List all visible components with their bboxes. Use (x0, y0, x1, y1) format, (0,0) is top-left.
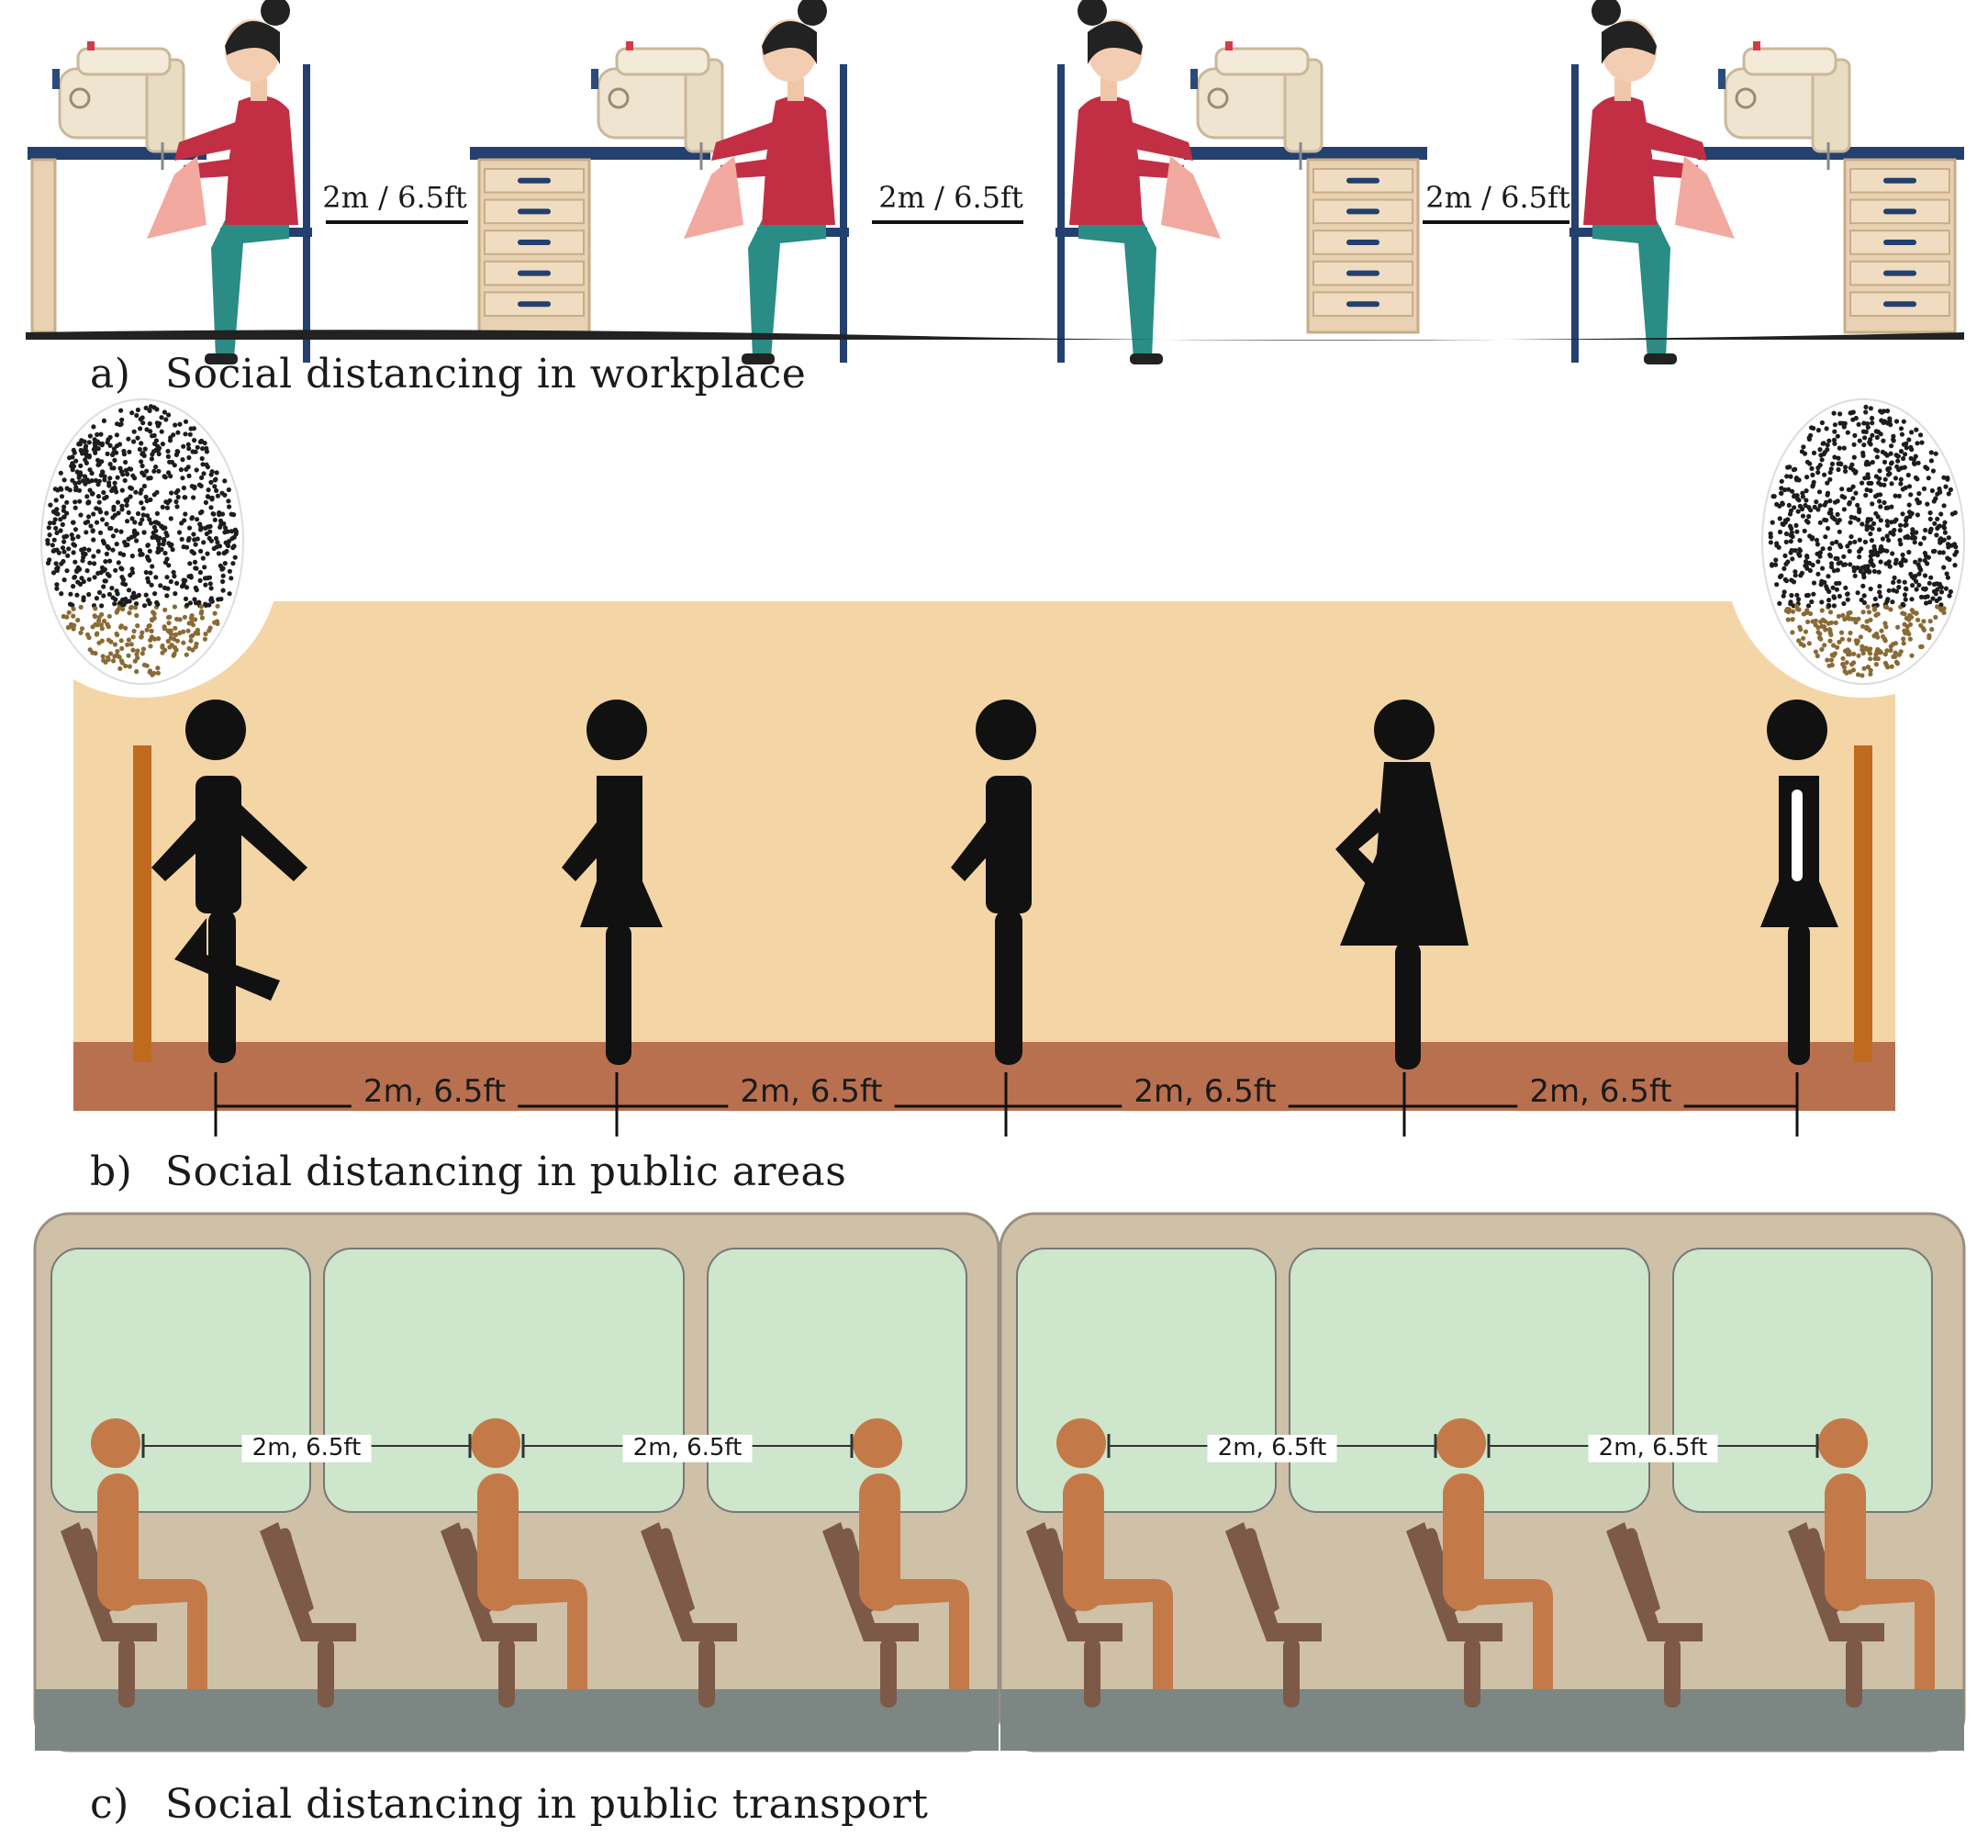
caption-c-letter: c) (90, 1781, 129, 1828)
desk-top (470, 147, 710, 160)
distance-label-a-1: 2m / 6.5ft (322, 180, 467, 215)
bus-window (1672, 1248, 1933, 1513)
seated-worker-icon (147, 0, 312, 364)
bus-window (1289, 1248, 1650, 1513)
seated-worker-icon (1055, 0, 1221, 364)
bus-window (1016, 1248, 1277, 1513)
bus-seat-icon (260, 1522, 356, 1708)
standing-person-icon (151, 700, 307, 1063)
bus-window (50, 1248, 311, 1513)
caption-a-letter: a) (90, 351, 131, 398)
distance-label-c: 2m, 6.5ft (252, 1434, 362, 1462)
desk-top (1184, 147, 1427, 160)
seated-passenger-icon (91, 1418, 207, 1689)
seated-passenger-icon (1818, 1418, 1935, 1689)
sewing-machine-icon (591, 41, 724, 170)
sewing-machine-icon (1190, 41, 1323, 170)
desk-top (1698, 147, 1964, 160)
panel-public-transport: 2m, 6.5ft 2m, 6.5ft 2m, 6.5ft 2m, 6.5ft (33, 1212, 1966, 1753)
caption-b-text: Social distancing in public areas (165, 1148, 847, 1195)
caption-a: a) Social distancing in workplace (90, 351, 806, 398)
distance-label-a-3: 2m / 6.5ft (1425, 180, 1570, 215)
bus-seat-icon (1606, 1522, 1703, 1708)
bus-seat-icon (1225, 1522, 1322, 1708)
sewing-machine-icon (1718, 41, 1851, 170)
distance-label-b-4-bg (1517, 1075, 1684, 1112)
bus-window (707, 1248, 967, 1513)
public-background (73, 601, 1895, 1047)
distance-label-c: 2m, 6.5ft (1599, 1434, 1708, 1462)
caption-b: b) Social distancing in public areas (90, 1148, 846, 1195)
seated-passenger-icon (471, 1418, 587, 1689)
distance-label-b-3-bg (1122, 1075, 1289, 1112)
caption-a-text: Social distancing in workplace (165, 351, 807, 398)
tree-icon (5, 398, 280, 1062)
distance-label-c-bg (1207, 1434, 1337, 1462)
desk-drawers (1843, 158, 1957, 334)
workplace-floor (26, 330, 1964, 341)
caption-c-text: Social distancing in public transport (165, 1781, 929, 1828)
seated-passenger-icon (1436, 1418, 1553, 1689)
sewing-machine-icon (52, 41, 185, 170)
tree-icon (1726, 398, 1988, 1062)
caption-b-letter: b) (90, 1148, 133, 1195)
standing-person-icon (1760, 700, 1838, 1065)
panel-public-areas: 2m, 6.5ft 2m, 6.5ft 2m, 6.5ft 2m, 6.5ft (5, 398, 1988, 1137)
distance-label-b-2: 2m, 6.5ft (740, 1073, 882, 1110)
desk-drawers (477, 158, 591, 334)
distance-label-c: 2m, 6.5ft (1218, 1434, 1327, 1462)
seated-worker-icon (684, 0, 849, 364)
bus-seat-icon (641, 1522, 737, 1708)
distance-label-b-1-bg (351, 1075, 519, 1112)
distance-label-b-3: 2m, 6.5ft (1134, 1073, 1276, 1110)
distance-label-c-bg (622, 1434, 753, 1462)
bus-window (323, 1248, 685, 1513)
distance-label-b-4: 2m, 6.5ft (1529, 1073, 1671, 1110)
desk-side (30, 158, 57, 334)
distance-label-b-2-bg (728, 1075, 895, 1112)
standing-person-icon (562, 700, 663, 1065)
seated-worker-icon (1569, 0, 1735, 364)
distance-label-c-bg (1588, 1434, 1718, 1462)
distance-label-c-bg (241, 1434, 372, 1462)
distance-label-a-2: 2m / 6.5ft (878, 180, 1023, 215)
desk-drawers (1306, 158, 1420, 334)
seated-passenger-icon (1056, 1418, 1173, 1689)
distance-label-c: 2m, 6.5ft (633, 1434, 743, 1462)
distance-label-b-1: 2m, 6.5ft (363, 1073, 506, 1110)
panel-workplace: 2m / 6.5ft 2m / 6.5ft 2m / 6.5ft (26, 0, 1964, 364)
bus-carriage-1: 2m, 6.5ft 2m, 6.5ft (33, 1212, 1000, 1753)
caption-c: c) Social distancing in public transport (90, 1781, 929, 1828)
bus-carriage-2: 2m, 6.5ft 2m, 6.5ft (999, 1212, 1966, 1753)
standing-person-icon (951, 700, 1036, 1065)
seated-passenger-icon (853, 1418, 969, 1689)
standing-person-icon (1335, 700, 1469, 1070)
